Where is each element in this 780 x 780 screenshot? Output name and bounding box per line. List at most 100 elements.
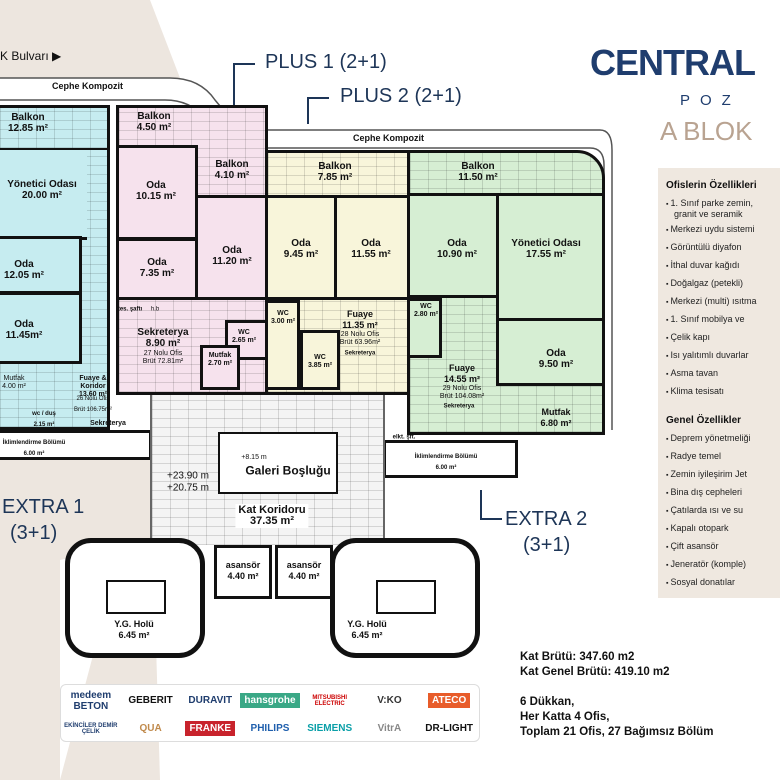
feature-item: Asma tavan: [666, 365, 776, 383]
street-label: K Bulvarı ▶: [0, 49, 62, 63]
room-29a: [407, 193, 499, 298]
plus2-arrow-icon: [307, 97, 329, 124]
floor-stats: Kat Brütü: 347.60 m2 Kat Genel Brütü: 41…: [520, 650, 713, 740]
brand-subtitle: POZ: [680, 92, 741, 109]
wc-29: [407, 298, 442, 358]
elevator-2: [275, 545, 333, 599]
room-28b: [334, 195, 410, 300]
extra1-label: EXTRA 1: [2, 496, 85, 518]
wc-28a: [265, 300, 300, 390]
feature-item: Merkezi (multi) ısıtma: [666, 293, 776, 311]
gallery-label: Galeri Boşluğu: [245, 463, 331, 478]
elevator-1: [214, 545, 272, 599]
facade-label: Cephe Kompozit: [353, 133, 424, 143]
brand-logo-item: DURAVIT: [188, 695, 233, 707]
shops-count: 6 Dükkan,: [520, 696, 575, 708]
plus1-arrow-icon: [233, 63, 255, 108]
general-item: Deprem yönetmeliği: [666, 430, 776, 448]
facade-label: Cephe Kompozit: [52, 81, 123, 91]
general-item: Jeneratör (komple): [666, 556, 776, 574]
hvac-26: [0, 430, 152, 460]
hvac-29: [383, 440, 518, 478]
extra2-rooms: (3+1): [523, 534, 571, 556]
offices-per-floor: Her Katta 4 Ofis,: [520, 711, 610, 723]
feature-item: Merkezi uydu sistemi: [666, 221, 776, 239]
brand-logo-item: EKİNCİLER DEMİR ÇELİK: [64, 722, 118, 735]
general-item: Kapalı otopark: [666, 520, 776, 538]
stair-right: [376, 580, 436, 614]
general-title: Genel Özellikler: [666, 415, 742, 426]
general-item: Çatılarda ısı ve su: [666, 502, 776, 520]
room-28a: [265, 195, 337, 300]
room-label: Sekreterya: [90, 420, 126, 427]
general-list: Deprem yönetmeliğiRadye temelZemin iyile…: [666, 430, 776, 592]
plus2-label: PLUS 2 (2+1): [340, 85, 462, 107]
kitchen-27: [200, 345, 240, 390]
brand-logo-item: SIEMENS: [307, 723, 353, 735]
feature-item: Klima tesisatı: [666, 383, 776, 401]
feature-item: 1. Sınıf mobilya ve: [666, 311, 776, 329]
total-units: Toplam 21 Ofis, 27 Bağımsız Bölüm: [520, 726, 714, 738]
brand-logo-item: V:KO: [377, 695, 402, 707]
feature-item: 1. Sınıf parke zemin,: [666, 195, 776, 213]
floor-gross: Kat Brütü: 347.60 m2: [520, 651, 635, 663]
level-label: +20.75 m: [167, 482, 209, 494]
general-item: Sosyal donatılar: [666, 574, 776, 592]
stair-left: [106, 580, 166, 614]
brand-logo-item: VitrA: [377, 723, 402, 735]
room-label: elkt. şft.: [392, 434, 416, 441]
features-title: Ofislerin Özellikleri: [666, 180, 757, 191]
wc-28b: [300, 330, 340, 390]
features-panel: Ofislerin Özellikleri 1. Sınıf parke zem…: [658, 168, 780, 598]
extra2-label: EXTRA 2: [505, 508, 588, 530]
room-label: Sekreterya: [443, 403, 475, 410]
general-item: Radye temel: [666, 448, 776, 466]
gallery-void: [218, 432, 338, 494]
room-label: Sekreterya: [344, 350, 376, 357]
feature-item: İthal duvar kağıdı: [666, 257, 776, 275]
floor-total-gross: Kat Genel Brütü: 419.10 m2: [520, 666, 670, 678]
features-list: 1. Sınıf parke zemin,granit ve seramikMe…: [666, 195, 776, 401]
brand-logo-item: FRANKE: [185, 721, 236, 737]
extra1-rooms: (3+1): [10, 522, 58, 544]
brand-logo-item: MITSUBISHI ELECTRIC: [312, 694, 348, 707]
room-29b: [496, 318, 605, 386]
feature-item: Görüntülü diyafon: [666, 239, 776, 257]
room-26b: [0, 292, 82, 364]
brand-logo-item: PHILIPS: [250, 723, 290, 735]
level-label: +8.15 m: [241, 454, 267, 461]
room-27b: [116, 238, 198, 300]
shaft-label: h.b: [150, 306, 160, 313]
brand-logo: CENTRAL: [590, 42, 756, 83]
brand-logo-item: medeem BETON: [70, 689, 112, 712]
room-27a: [116, 145, 198, 240]
